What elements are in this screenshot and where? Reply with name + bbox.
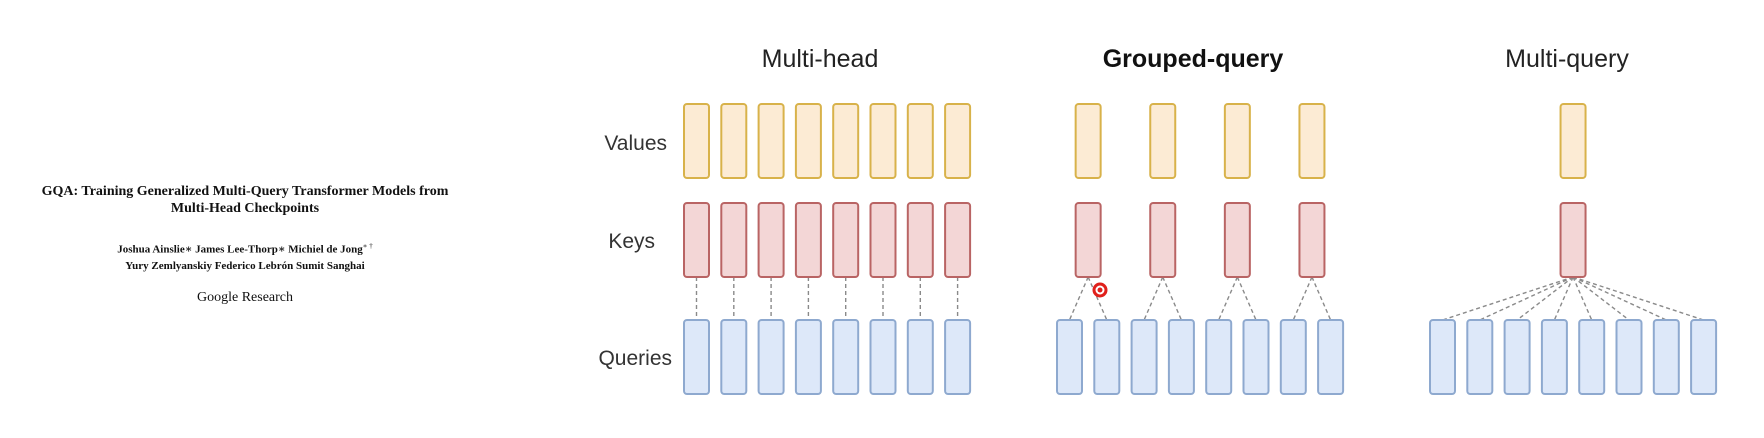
value-head-box	[944, 103, 972, 179]
query-head-box	[1093, 319, 1121, 395]
query-head-box	[869, 319, 897, 395]
key-head-box	[757, 202, 785, 278]
cursor-dot	[1097, 287, 1103, 293]
query-head-box	[944, 319, 972, 395]
query-head-box	[1056, 319, 1083, 395]
head-boxes	[683, 103, 1718, 395]
kv-query-link	[1572, 276, 1630, 321]
value-head-box	[1298, 103, 1326, 179]
panel-title-grouped-query: Grouped-query	[1103, 45, 1284, 73]
key-head-box	[720, 202, 748, 278]
panel-title-multi-head: Multi-head	[762, 45, 879, 73]
row-label-keys: Keys	[608, 230, 655, 253]
authors-line-1: Joshua Ainslie∗ James Lee-Thorp∗ Michiel…	[0, 238, 490, 258]
query-head-box	[794, 319, 822, 395]
paper-authors: Joshua Ainslie∗ James Lee-Thorp∗ Michiel…	[0, 238, 490, 274]
query-head-box	[1652, 319, 1680, 395]
query-head-box	[720, 319, 748, 395]
kv-query-link	[1068, 276, 1089, 321]
key-head-box	[1559, 202, 1587, 278]
key-head-box	[1074, 202, 1102, 278]
value-head-box	[757, 103, 785, 179]
value-head-box	[832, 103, 860, 179]
value-head-box	[869, 103, 897, 179]
kv-query-link	[1572, 276, 1704, 321]
key-head-box	[1298, 202, 1326, 278]
value-head-box	[1074, 103, 1102, 179]
query-head-box	[1429, 319, 1456, 395]
key-head-box	[944, 202, 972, 278]
paper-title: GQA: Training Generalized Multi-Query Tr…	[0, 183, 490, 217]
kv-query-link	[1143, 276, 1164, 321]
value-head-box	[1149, 103, 1177, 179]
query-head-box	[832, 319, 860, 395]
cursor-ring	[1092, 282, 1108, 298]
query-head-box	[1540, 319, 1568, 395]
value-head-box	[906, 103, 934, 179]
kv-query-link	[1572, 276, 1667, 321]
query-head-box	[1242, 319, 1270, 395]
paper-header: GQA: Training Generalized Multi-Query Tr…	[0, 0, 490, 438]
query-head-box	[1503, 319, 1531, 395]
kv-query-link	[1516, 276, 1574, 321]
kv-query-link	[1572, 276, 1593, 321]
query-head-box	[1578, 319, 1606, 395]
value-head-box	[1559, 103, 1587, 179]
paper-title-line-2: Multi-Head Checkpoints	[170, 201, 320, 216]
key-head-box	[794, 202, 822, 278]
kv-query-link	[1479, 276, 1574, 321]
kv-query-link	[1292, 276, 1313, 321]
value-head-box	[794, 103, 822, 179]
kv-query-connections	[695, 276, 1704, 321]
query-head-box	[1130, 319, 1158, 395]
key-head-box	[1149, 202, 1177, 278]
kv-query-link	[1553, 276, 1574, 321]
panel-title-multi-query: Multi-query	[1505, 45, 1629, 73]
row-label-values: Values	[604, 132, 667, 155]
query-head-box	[1690, 319, 1718, 395]
kv-query-link	[1087, 276, 1108, 321]
kv-query-link	[1162, 276, 1183, 321]
value-head-box	[683, 103, 710, 179]
query-head-box	[1317, 319, 1345, 395]
value-head-box	[720, 103, 748, 179]
value-head-box	[1223, 103, 1251, 179]
key-head-box	[869, 202, 897, 278]
paper-title-line-1: GQA: Training Generalized Multi-Query Tr…	[41, 184, 449, 199]
query-head-box	[757, 319, 785, 395]
kv-query-link	[1311, 276, 1332, 321]
query-head-box	[683, 319, 710, 395]
paper-affiliation: Google Research	[196, 290, 294, 305]
cursor-marker	[1092, 282, 1108, 298]
kv-query-link	[1442, 276, 1574, 321]
query-head-box	[1167, 319, 1195, 395]
query-head-box	[1205, 319, 1233, 395]
kv-query-link	[1218, 276, 1238, 321]
query-head-box	[1615, 319, 1643, 395]
query-head-box	[1279, 319, 1307, 395]
key-head-box	[906, 202, 934, 278]
authors-line-1-names: Joshua Ainslie∗ James Lee-Thorp∗ Michiel…	[117, 243, 363, 256]
authors-line-2: Yury Zemlyanskiy Federico Lebrón Sumit S…	[125, 259, 365, 272]
key-head-box	[683, 202, 710, 278]
key-head-box	[832, 202, 860, 278]
kv-query-link	[1236, 276, 1257, 321]
row-label-queries: Queries	[598, 347, 672, 370]
query-head-box	[906, 319, 934, 395]
authors-footnote-mark: ∗ †	[362, 242, 373, 250]
key-head-box	[1223, 202, 1251, 278]
query-head-box	[1466, 319, 1494, 395]
